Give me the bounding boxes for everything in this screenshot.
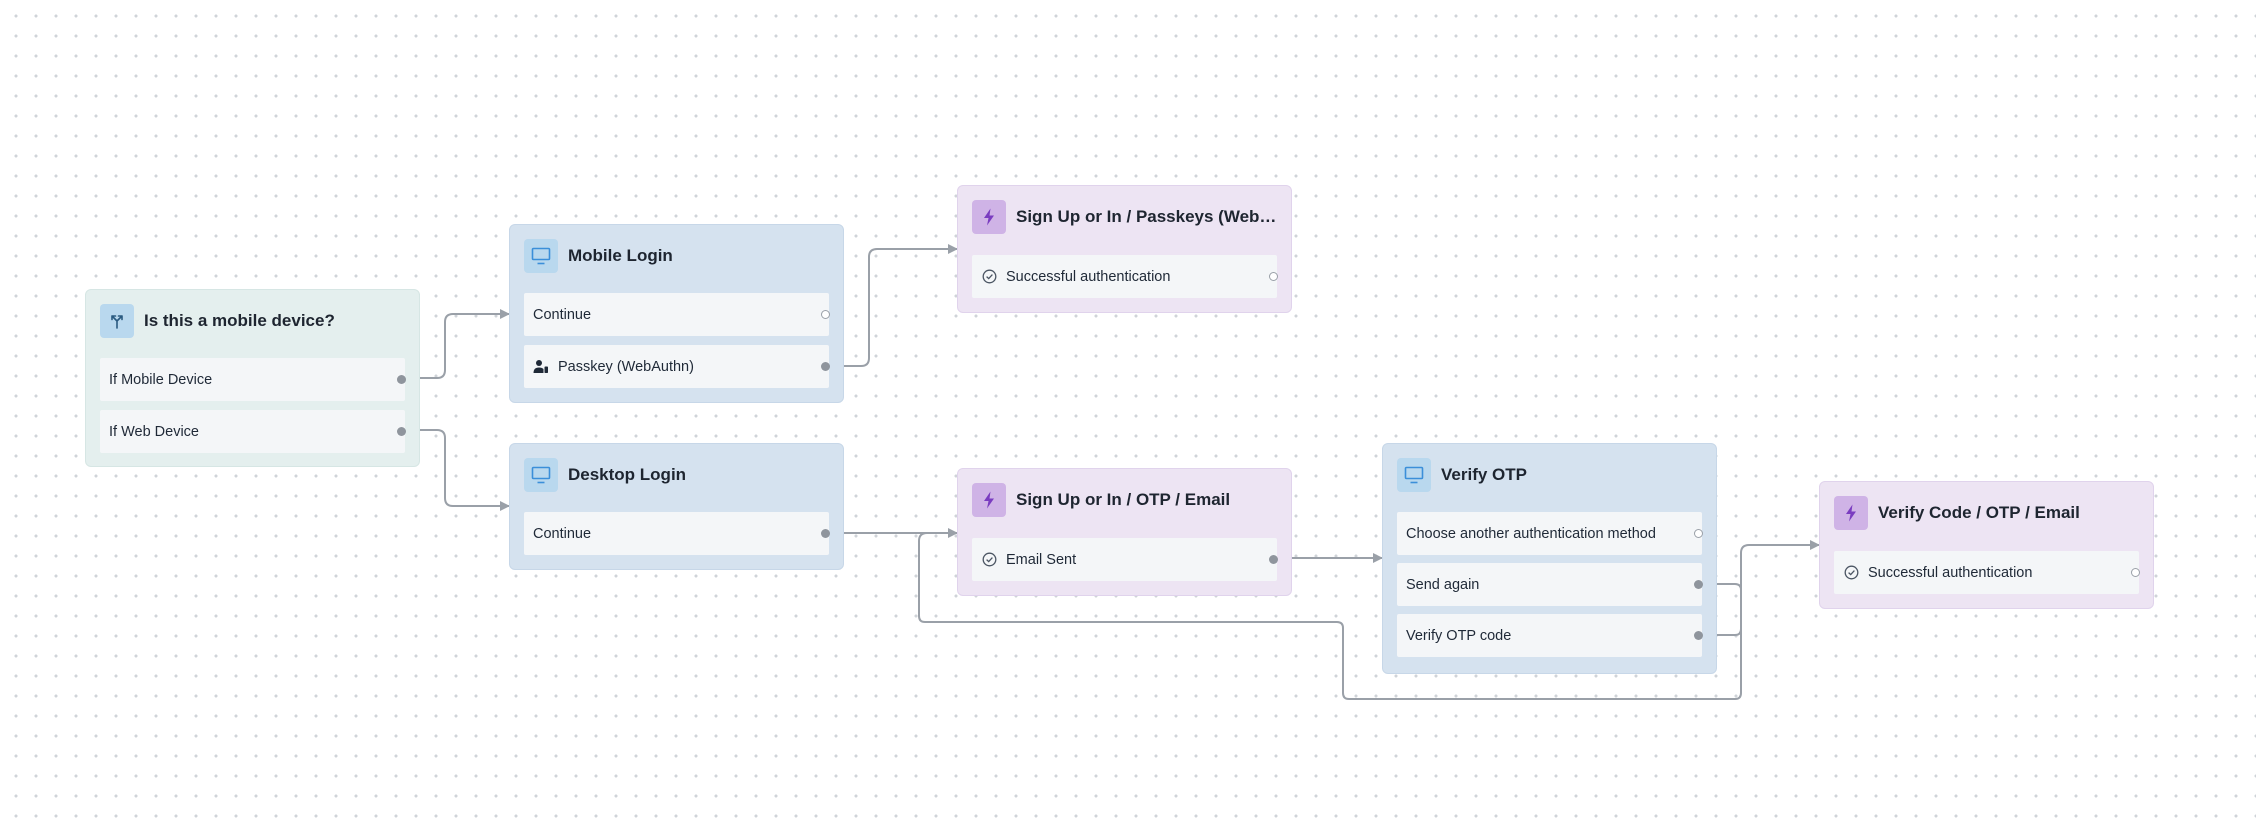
edge-web-to-desktop-login xyxy=(403,429,510,511)
output-port[interactable] xyxy=(1694,630,1703,640)
node-title: Sign Up or In / Passkeys (WebAu... xyxy=(1016,207,1277,226)
row-label: Continue xyxy=(533,306,592,323)
choose-method-row[interactable]: Choose another authentication method xyxy=(1397,512,1703,555)
mobile-continue-row[interactable]: Continue xyxy=(524,293,830,336)
condition-node[interactable]: Is this a mobile device? If Mobile Devic… xyxy=(85,289,420,467)
row-label: If Mobile Device xyxy=(109,371,213,388)
passkeys-success-row[interactable]: Successful authentication xyxy=(972,255,1278,298)
passkeys-action-node[interactable]: Sign Up or In / Passkeys (WebAu... Succe… xyxy=(957,185,1292,313)
output-port[interactable] xyxy=(397,374,406,384)
monitor-icon xyxy=(524,239,558,273)
desktop-login-node[interactable]: Desktop Login Continue xyxy=(509,443,844,570)
row-label: Send again xyxy=(1406,576,1480,593)
node-header: Is this a mobile device? xyxy=(100,304,405,338)
node-header: Verify Code / OTP / Email xyxy=(1834,496,2139,530)
row-label: Email Sent xyxy=(1006,551,1077,568)
branch-row-web[interactable]: If Web Device xyxy=(100,410,406,453)
check-circle-icon xyxy=(981,552,997,568)
desktop-continue-row[interactable]: Continue xyxy=(524,512,830,555)
monitor-icon xyxy=(1397,458,1431,492)
passkey-row[interactable]: Passkey (WebAuthn) xyxy=(524,345,830,388)
output-port[interactable] xyxy=(821,528,830,538)
verify-code-action-node[interactable]: Verify Code / OTP / Email Successful aut… xyxy=(1819,481,2154,609)
node-title: Sign Up or In / OTP / Email xyxy=(1016,490,1231,509)
node-title: Desktop Login xyxy=(568,465,687,484)
node-header: Sign Up or In / Passkeys (WebAu... xyxy=(972,200,1277,234)
verify-otp-node[interactable]: Verify OTP Choose another authentication… xyxy=(1382,443,1717,674)
node-title: Verify OTP xyxy=(1441,465,1527,484)
otp-email-action-node[interactable]: Sign Up or In / OTP / Email Email Sent xyxy=(957,468,1292,596)
edge-verify-code-to-verify-action xyxy=(1701,540,1820,636)
node-header: Mobile Login xyxy=(524,239,829,273)
node-header: Sign Up or In / OTP / Email xyxy=(972,483,1277,517)
verify-success-row[interactable]: Successful authentication xyxy=(1834,551,2140,594)
row-label: Successful authentication xyxy=(1006,268,1171,285)
output-port[interactable] xyxy=(821,309,830,319)
row-label: Passkey (WebAuthn) xyxy=(558,358,694,375)
output-port[interactable] xyxy=(397,426,406,436)
row-label: Successful authentication xyxy=(1868,564,2033,581)
row-label: If Web Device xyxy=(109,423,199,440)
node-title: Verify Code / OTP / Email xyxy=(1878,503,2080,522)
edge-mobile-to-mobile-login xyxy=(403,309,510,379)
branch-row-mobile[interactable]: If Mobile Device xyxy=(100,358,406,401)
output-port[interactable] xyxy=(1694,528,1703,538)
output-port[interactable] xyxy=(1269,554,1278,564)
output-port[interactable] xyxy=(1694,579,1703,589)
row-label: Verify OTP code xyxy=(1406,627,1512,644)
node-header: Verify OTP xyxy=(1397,458,1702,492)
edge-passkey-to-passkeys-action xyxy=(827,244,958,367)
lightning-icon xyxy=(972,483,1006,517)
output-port[interactable] xyxy=(2131,567,2140,577)
node-header: Desktop Login xyxy=(524,458,829,492)
user-key-icon xyxy=(533,359,549,375)
mobile-login-node[interactable]: Mobile Login Continue Passkey (WebAuthn) xyxy=(509,224,844,403)
node-title: Is this a mobile device? xyxy=(144,311,335,330)
node-title: Mobile Login xyxy=(568,246,673,265)
lightning-icon xyxy=(972,200,1006,234)
verify-code-row[interactable]: Verify OTP code xyxy=(1397,614,1703,657)
output-port[interactable] xyxy=(821,361,830,371)
email-sent-row[interactable]: Email Sent xyxy=(972,538,1278,581)
check-circle-icon xyxy=(1843,565,1859,581)
lightning-icon xyxy=(1834,496,1868,530)
check-circle-icon xyxy=(981,269,997,285)
monitor-icon xyxy=(524,458,558,492)
send-again-row[interactable]: Send again xyxy=(1397,563,1703,606)
row-label: Continue xyxy=(533,525,592,542)
row-label: Choose another authentication method xyxy=(1406,525,1656,542)
branch-icon xyxy=(100,304,134,338)
output-port[interactable] xyxy=(1269,271,1278,281)
